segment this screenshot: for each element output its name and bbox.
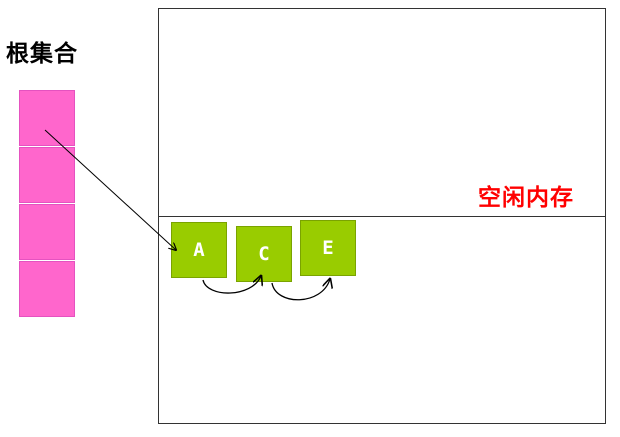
root-set-cell <box>19 147 75 203</box>
root-set-cell <box>19 261 75 317</box>
object-a: A <box>171 222 227 278</box>
root-set-stack <box>19 90 75 317</box>
heap-divider-line <box>158 216 606 217</box>
object-e: E <box>300 220 356 276</box>
root-set-title: 根集合 <box>6 41 78 67</box>
root-set-cell <box>19 90 75 146</box>
root-set-cell <box>19 204 75 260</box>
object-c: C <box>236 226 292 282</box>
free-memory-label: 空闲内存 <box>478 185 574 211</box>
